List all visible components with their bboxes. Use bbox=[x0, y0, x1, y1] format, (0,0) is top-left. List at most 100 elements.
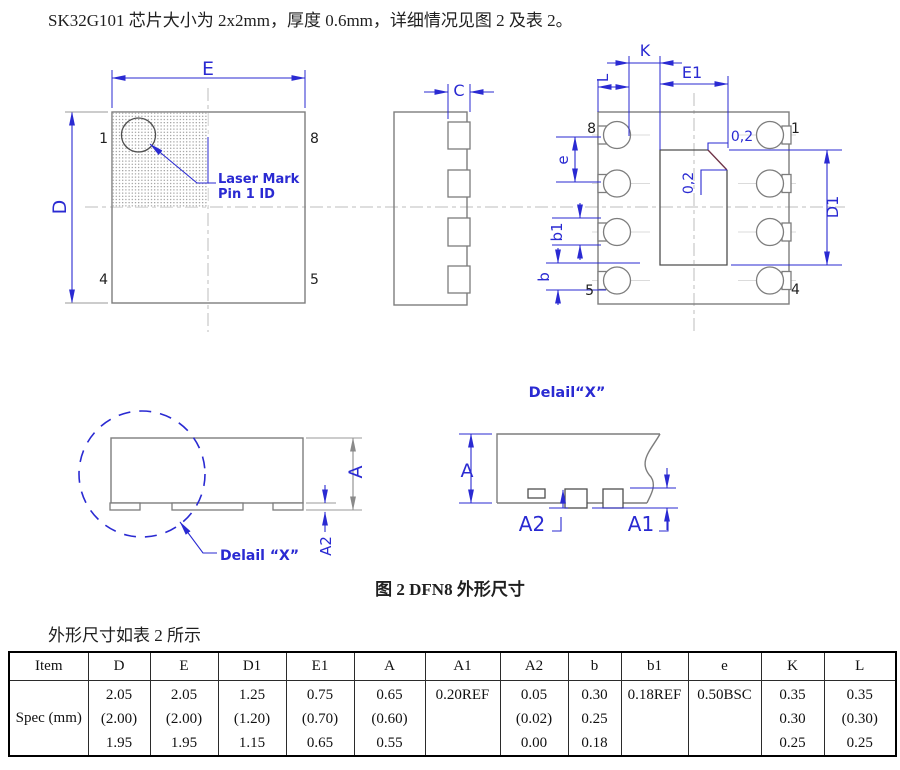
pin-number-4-bottom: 4 bbox=[791, 282, 800, 298]
col-header-A2: A2 bbox=[499, 651, 569, 681]
col-header-A1: A1 bbox=[424, 651, 501, 681]
profile-pad bbox=[272, 502, 304, 511]
spec-value bbox=[689, 731, 761, 755]
detail-title: Delail“X” bbox=[529, 385, 606, 401]
side-pin-bump bbox=[447, 217, 471, 247]
package-bottom-outline bbox=[597, 111, 790, 305]
spec-value: (0.60) bbox=[371, 711, 408, 727]
intro-text: SK32G101 芯片大小为 2x2mm，厚度 0.6mm，详细情况见图 2 及… bbox=[48, 11, 573, 30]
pin-number-5: 5 bbox=[310, 272, 319, 288]
figure-caption: 图 2 DFN8 外形尺寸 bbox=[375, 580, 525, 599]
pin-number-5-bottom: 5 bbox=[585, 283, 594, 299]
spec-cell-E1: 0.75 (0.70) 0.65 bbox=[285, 680, 355, 757]
spec-cell-E: 2.05 (2.00) 1.95 bbox=[149, 680, 219, 757]
col-header-E1: E1 bbox=[285, 651, 355, 681]
pin-row-centerlines bbox=[592, 134, 796, 281]
col-header-L: L bbox=[823, 651, 897, 681]
spec-value: 0.25 bbox=[846, 735, 873, 751]
spec-value: (0.70) bbox=[301, 711, 339, 727]
dim-label-e: e bbox=[554, 155, 572, 164]
side-pin-bump bbox=[447, 169, 471, 198]
col-header-b1: b1 bbox=[620, 651, 689, 681]
spec-cell-A: 0.65 (0.60) 0.55 bbox=[353, 680, 426, 757]
dim-label-b: b bbox=[535, 272, 553, 282]
dim-label-D: D bbox=[49, 200, 71, 215]
top-view: E D Laser Mark Pin 1 ID 1 8 4 5 bbox=[49, 58, 319, 304]
pin-number-8: 8 bbox=[310, 131, 319, 147]
spec-value: (2.00) bbox=[165, 711, 203, 727]
pad-chamfer-line bbox=[707, 149, 728, 171]
spec-value: 0.18 bbox=[581, 735, 608, 751]
dim-label-chamfer-vertical: 0,2 bbox=[681, 172, 697, 194]
spec-value bbox=[426, 707, 500, 731]
spec-cell-L: 0.35 (0.30) 0.25 bbox=[823, 680, 897, 757]
pin-number-4: 4 bbox=[99, 272, 108, 288]
side-pin-bump bbox=[447, 265, 471, 294]
spec-cell-b1: 0.18REF bbox=[620, 680, 689, 757]
detail-callout-label: Delail “X” bbox=[220, 548, 299, 564]
dim-label-b1: b1 bbox=[548, 222, 566, 241]
table-spec-row: Spec (mm) 2.05 (2.00) 1.95 2.05 (2.00) 1… bbox=[8, 680, 897, 757]
spec-cell-b: 0.30 0.25 0.18 bbox=[567, 680, 622, 757]
spec-value: 0.50BSC bbox=[697, 687, 752, 703]
detail-lead-pad bbox=[564, 488, 588, 509]
spec-cell-D: 2.05 (2.00) 1.95 bbox=[87, 680, 151, 757]
pin-number-8-bottom: 8 bbox=[587, 121, 596, 137]
spec-value: 0.35 bbox=[779, 687, 806, 703]
spec-value: 0.65 bbox=[306, 735, 334, 751]
profile-pad bbox=[109, 502, 141, 511]
spec-value: 0.65 bbox=[376, 687, 403, 703]
laser-mark-hatch-area bbox=[112, 112, 208, 207]
detail-inner-pad bbox=[527, 488, 546, 499]
spec-value: (2.00) bbox=[100, 711, 138, 727]
spec-cell-A1: 0.20REF bbox=[424, 680, 501, 757]
spec-cell-K: 0.35 0.30 0.25 bbox=[760, 680, 825, 757]
side-view: C bbox=[393, 81, 494, 306]
pin-number-1: 1 bbox=[99, 131, 108, 147]
spec-value bbox=[689, 707, 761, 731]
spec-value bbox=[426, 731, 500, 755]
spec-value: 1.25 bbox=[238, 687, 266, 703]
spec-cell-D1: 1.25 (1.20) 1.15 bbox=[217, 680, 287, 757]
profile-pad bbox=[171, 502, 244, 511]
profile-body-outline bbox=[110, 437, 304, 504]
spec-value: 1.15 bbox=[238, 735, 266, 751]
spec-cell-e: 0.50BSC bbox=[687, 680, 762, 757]
spec-value: 2.05 bbox=[170, 687, 198, 703]
dim-label-E: E bbox=[202, 58, 214, 80]
dim-label-A2-profile: A2 bbox=[317, 536, 335, 556]
dim-label-A2-detail: A2 bbox=[519, 512, 545, 536]
dim-label-chamfer-horizontal: 0,2 bbox=[731, 129, 753, 145]
spec-value: 0.00 bbox=[520, 735, 548, 751]
spec-value: 1.95 bbox=[105, 735, 133, 751]
exposed-pad-outline bbox=[659, 149, 728, 266]
side-body-outline bbox=[393, 111, 468, 306]
laser-mark-label-line1: Laser Mark bbox=[218, 172, 300, 187]
side-pin-bump bbox=[447, 121, 471, 150]
col-header-b: b bbox=[567, 651, 622, 681]
col-header-E: E bbox=[149, 651, 219, 681]
spec-value bbox=[622, 731, 688, 755]
right-pin-pads bbox=[755, 120, 792, 295]
spec-value: 0.05 bbox=[520, 687, 548, 703]
col-header-K: K bbox=[760, 651, 825, 681]
profile-view: Delail “X” A A2 bbox=[78, 410, 367, 564]
dim-label-A-profile: A bbox=[345, 466, 367, 479]
centerlines bbox=[85, 88, 845, 332]
spec-item-cell: Spec (mm) bbox=[8, 680, 89, 757]
table-intro-text: 外形尺寸如表 2 所示 bbox=[48, 626, 201, 645]
spec-value: 2.05 bbox=[105, 687, 133, 703]
laser-mark-label-line2: Pin 1 ID bbox=[218, 187, 275, 202]
spec-value: 0.30 bbox=[581, 687, 608, 703]
dim-label-K: K bbox=[640, 41, 651, 60]
spec-value: 0.30 bbox=[779, 711, 806, 727]
col-header-item: Item bbox=[8, 651, 89, 681]
dim-label-L: L bbox=[594, 73, 612, 82]
dim-label-E1: E1 bbox=[682, 63, 702, 82]
spec-value: (0.02) bbox=[515, 711, 553, 727]
spec-value: 1.95 bbox=[170, 735, 198, 751]
dim-label-A-detail: A bbox=[461, 460, 474, 482]
package-outline-figure: E D Laser Mark Pin 1 ID 1 8 4 5 bbox=[49, 41, 845, 564]
spec-value: 0.55 bbox=[376, 735, 403, 751]
